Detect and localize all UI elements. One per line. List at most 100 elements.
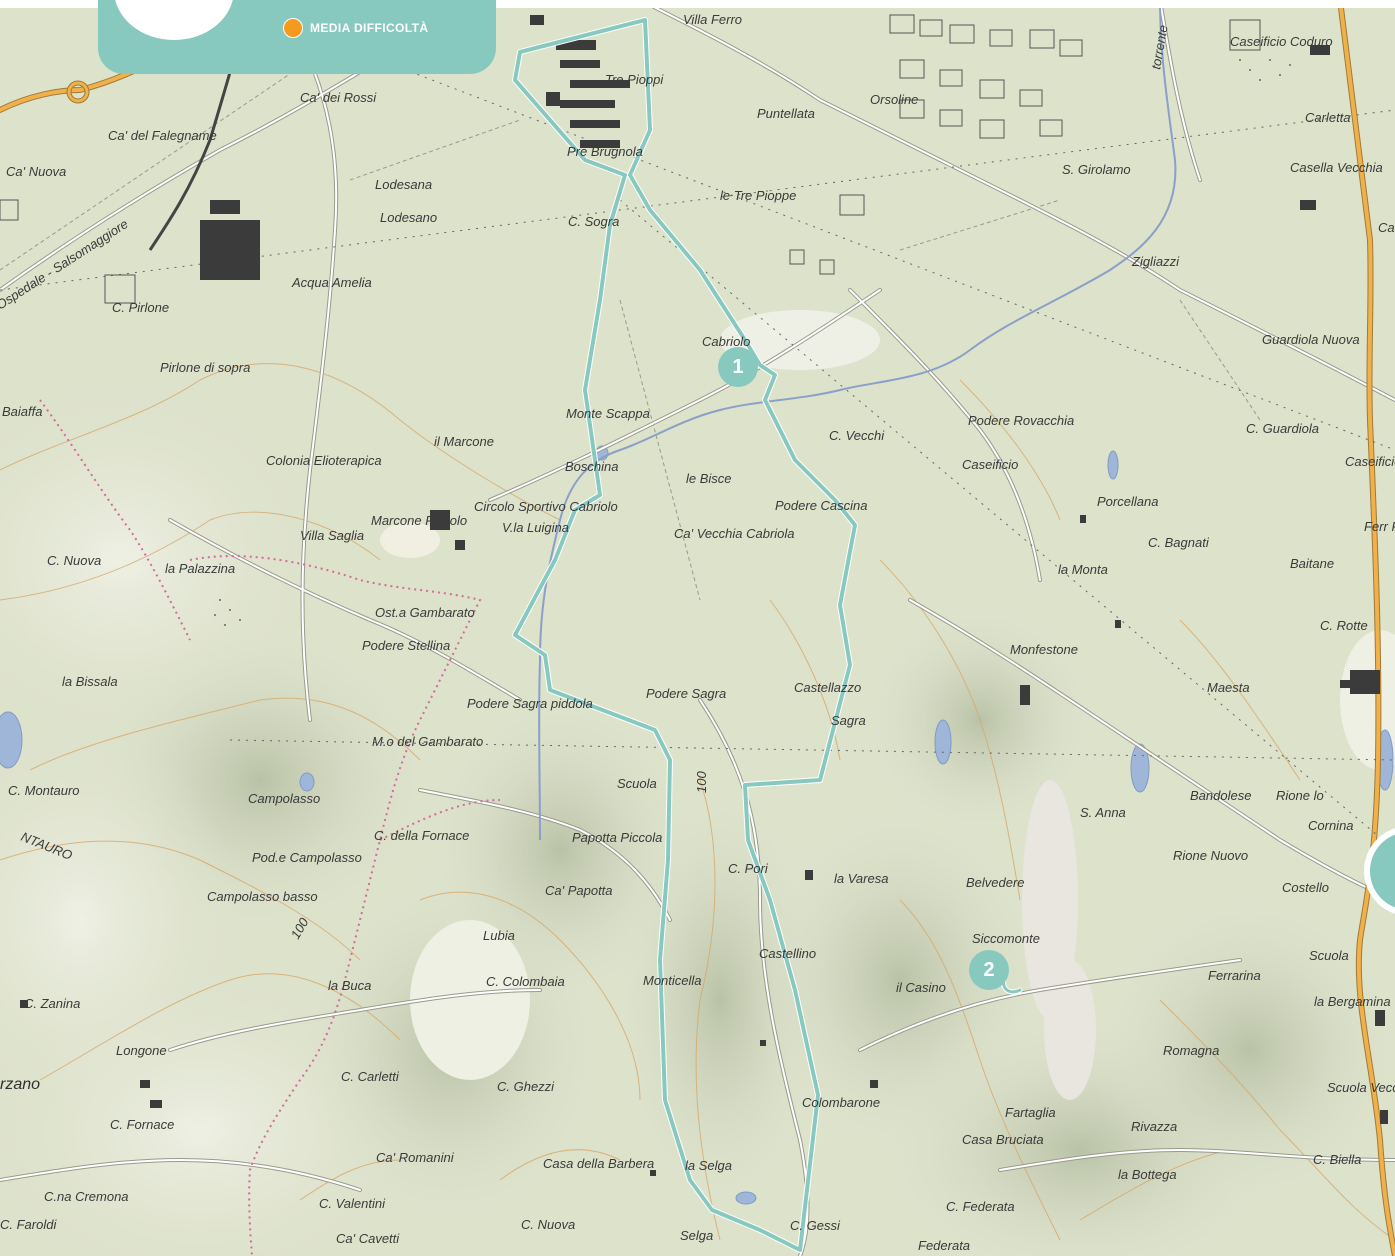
place-label: Fartaglia	[1005, 1105, 1056, 1120]
place-label: Carletta	[1305, 110, 1351, 125]
place-label: Scuola Vecchia	[1327, 1080, 1395, 1095]
place-label: Colonia Elioterapica	[266, 453, 382, 468]
place-label: C. Nuova	[521, 1217, 575, 1232]
place-label: Pod.e Campolasso	[252, 850, 362, 865]
place-label: Castellazzo	[794, 680, 861, 695]
place-label: rzano	[0, 1076, 40, 1093]
place-label: C. Guardiola	[1246, 421, 1319, 436]
place-label: Zigliazzi	[1131, 254, 1180, 269]
place-label: Ca' dei Rossi	[300, 90, 377, 105]
place-label: Baiaffa	[2, 404, 42, 419]
place-label: M.o del Gambarato	[372, 734, 483, 749]
place-label: Campolasso	[248, 791, 320, 806]
place-label: C. Nuova	[47, 553, 101, 568]
place-label: C. Ghezzi	[497, 1079, 555, 1094]
place-label: C. Fornace	[110, 1117, 174, 1132]
place-label: Casa della Barbera	[543, 1156, 654, 1171]
place-label: Boschina	[565, 459, 618, 474]
place-label: Podere Stellina	[362, 638, 450, 653]
road-number-label: 100	[694, 771, 709, 793]
place-label: Ca' Nuova	[6, 164, 66, 179]
place-label: Podere Cascina	[775, 498, 868, 513]
place-label: Pirlone di sopra	[160, 360, 250, 375]
place-label: Ca' Vecchia Cabriola	[674, 526, 795, 541]
place-label: Ferr Pic	[1364, 519, 1395, 534]
place-label: C. Colombaia	[486, 974, 565, 989]
river	[538, 0, 1177, 841]
place-label: Monticella	[643, 973, 702, 988]
place-label: Siccomonte	[972, 931, 1040, 946]
place-label: Baitane	[1290, 556, 1334, 571]
difficulty-label: MEDIA DIFFICOLTÀ	[310, 21, 429, 35]
place-label: C.na Cremona	[44, 1189, 129, 1204]
place-label: Costello	[1282, 880, 1329, 895]
buildings	[20, 15, 1388, 1176]
place-label: C. Pirlone	[112, 300, 169, 315]
place-label: C. Biella	[1313, 1152, 1361, 1167]
place-label: Podere Sagra piddola	[467, 696, 593, 711]
place-label: C. Valentini	[319, 1196, 386, 1211]
top-edge-strip	[0, 0, 1395, 8]
place-label: Circolo Sportivo Cabriolo	[474, 499, 618, 514]
waypoint-marker-1[interactable]: 1	[718, 347, 758, 387]
place-label: Rione lo	[1276, 788, 1324, 803]
place-label: Rivazza	[1131, 1119, 1177, 1134]
place-label: Papotta Piccola	[572, 830, 662, 845]
place-label: il Marcone	[434, 434, 494, 449]
place-label: S. Anna	[1080, 805, 1126, 820]
place-label: C. Federata	[946, 1199, 1015, 1214]
place-label: C. Pori	[728, 861, 769, 876]
place-label: Rione Nuovo	[1173, 848, 1248, 863]
place-label: Lubia	[483, 928, 515, 943]
place-label: Pre Brugnola	[567, 144, 643, 159]
tracks	[0, 39, 1261, 601]
place-label: la Bissala	[62, 674, 118, 689]
place-label: Monte Scappa	[566, 406, 650, 421]
place-label: C. Sogra	[568, 214, 619, 229]
place-label: Federata	[918, 1238, 970, 1253]
place-label: C. Rotte	[1320, 618, 1368, 633]
place-label: Porcellana	[1097, 494, 1158, 509]
place-label: la Monta	[1058, 562, 1108, 577]
place-label: C. Zanina	[24, 996, 80, 1011]
place-label: Romagna	[1163, 1043, 1219, 1058]
place-label: Marcone Piccolo	[371, 513, 467, 528]
boundary	[39, 399, 501, 1256]
place-label: la Buca	[328, 978, 371, 993]
place-label: Lodesana	[375, 177, 432, 192]
place-label: Casella Vecchia	[1290, 160, 1383, 175]
place-label: Selga	[680, 1228, 713, 1243]
place-label: Colombarone	[802, 1095, 880, 1110]
place-label: Caseificio	[962, 457, 1018, 472]
place-label: Ca' del Falegname	[108, 128, 217, 143]
place-label: Ca' Papotta	[545, 883, 613, 898]
place-label: Podere Sagra	[646, 686, 726, 701]
place-label: le Tre Pioppe	[720, 188, 796, 203]
place-label: Ferrarina	[1208, 968, 1261, 983]
place-label: Scuola	[617, 776, 657, 791]
waypoint-marker-2[interactable]: 2	[969, 950, 1009, 990]
place-label: Guardiola Nuova	[1262, 332, 1360, 347]
place-label: Podere Rovacchia	[968, 413, 1074, 428]
power-lines	[0, 59, 1395, 851]
place-label: Campolasso basso	[207, 889, 318, 904]
difficulty-legend: MEDIA DIFFICOLTÀ	[283, 18, 428, 38]
place-label: Lodesano	[380, 210, 437, 225]
place-label: la Bergamina	[1314, 994, 1391, 1009]
place-label: le Bisce	[686, 471, 732, 486]
place-label: Belvedere	[966, 875, 1025, 890]
place-label: C. Montauro	[8, 783, 80, 798]
place-label: Sagra	[831, 713, 866, 728]
place-label: Maesta	[1207, 680, 1250, 695]
contour-lines	[0, 363, 1395, 1241]
place-label: Casa Bruciata	[962, 1132, 1044, 1147]
place-label: C. della Fornace	[374, 828, 469, 843]
orchards	[214, 59, 1291, 626]
place-labels: Villa Ferro Tre Pioppi Puntellata Orsoli…	[0, 12, 1395, 1253]
place-label: Castellino	[759, 946, 816, 961]
place-label: Cabriolo	[702, 334, 750, 349]
place-label: Scuola	[1309, 948, 1349, 963]
place-label: Longone	[116, 1043, 167, 1058]
